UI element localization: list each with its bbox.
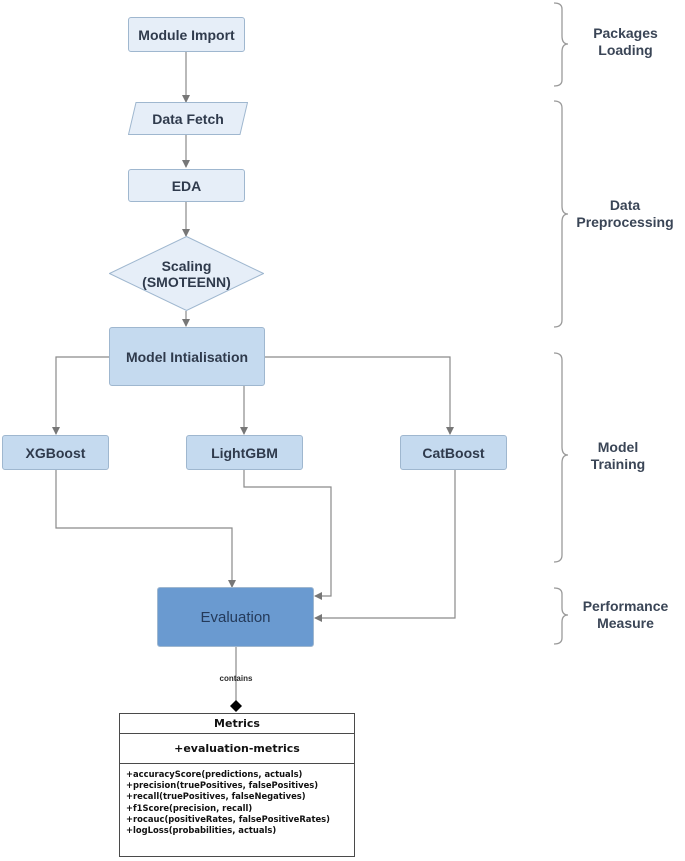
scaling-label: Scaling (SMOTEENN) xyxy=(142,257,231,290)
phase-preprocessing-line1: Data xyxy=(609,197,641,213)
phase-performance-line1: Performance xyxy=(582,598,669,614)
evaluation-label: Evaluation xyxy=(200,608,271,626)
diamond-shape xyxy=(109,236,264,311)
phase-preprocessing-line2: Preprocessing xyxy=(576,214,674,230)
edge-init-to-xgboost xyxy=(52,356,110,435)
model-init-node: Model Intialisation xyxy=(109,327,265,386)
method-accuracy-score: +accuracyScore(predictions, actuals) xyxy=(126,769,303,779)
phase-training-line1: Model xyxy=(597,439,639,455)
composition-diamond xyxy=(230,700,242,712)
phase-performance-line2: Measure xyxy=(597,615,654,631)
model-init-label: Model Intialisation xyxy=(125,348,249,365)
method-rocauc: +rocauc(positiveRates, falsePositiveRate… xyxy=(126,813,330,824)
lightgbm-node: LightGBM xyxy=(186,435,303,470)
edge-lightgbm-to-eval xyxy=(243,470,332,600)
phase-model-training: Model Training xyxy=(568,439,668,473)
lightgbm-label: LightGBM xyxy=(211,444,278,461)
brace-training xyxy=(553,352,569,563)
edge-catboost-to-eval xyxy=(314,470,456,622)
edge-init-to-catboost xyxy=(265,356,454,435)
brace-performance xyxy=(553,587,569,645)
phase-performance-measure: Performance Measure xyxy=(568,598,683,632)
method-f1-score: +f1Score(precision, recall) xyxy=(126,802,253,813)
metrics-class-attribute: +evaluation-metrics xyxy=(120,734,354,764)
xgboost-node: XGBoost xyxy=(2,435,109,470)
contains-relation-label: contains xyxy=(219,674,253,683)
brace-packages xyxy=(553,2,569,87)
edge-xgboost-to-eval xyxy=(55,470,236,588)
metrics-class-methods: +accuracyScore(predictions, actuals) +pr… xyxy=(120,764,354,836)
phase-training-line2: Training xyxy=(590,456,646,472)
parallelogram-shape xyxy=(128,102,248,135)
method-recall: +recall(truePositives, falseNegatives) xyxy=(126,791,306,802)
module-import-label: Module Import xyxy=(138,26,235,43)
metrics-class-title: Metrics xyxy=(120,714,354,734)
brace-preprocessing xyxy=(553,100,569,328)
eda-label: EDA xyxy=(171,177,202,194)
evaluation-node: Evaluation xyxy=(157,587,314,647)
phase-packages-line2: Loading xyxy=(598,42,653,58)
scaling-node: Scaling (SMOTEENN) xyxy=(109,236,264,311)
xgboost-label: XGBoost xyxy=(25,444,86,461)
phase-packages-line1: Packages xyxy=(593,25,658,41)
data-fetch-label: Data Fetch xyxy=(152,110,224,127)
catboost-label: CatBoost xyxy=(422,444,485,461)
phase-data-preprocessing: Data Preprocessing xyxy=(565,197,685,231)
method-precision: +precision(truePositives, falsePositives… xyxy=(126,780,319,791)
method-log-loss: +logLoss(probabilities, actuals) xyxy=(126,825,277,836)
phase-packages-loading: Packages Loading xyxy=(568,25,683,59)
module-import-node: Module Import xyxy=(128,17,245,52)
catboost-node: CatBoost xyxy=(400,435,507,470)
metrics-class-box: Metrics +evaluation-metrics +accuracySco… xyxy=(119,713,355,857)
eda-node: EDA xyxy=(128,169,245,202)
data-fetch-node: Data Fetch xyxy=(128,102,248,135)
